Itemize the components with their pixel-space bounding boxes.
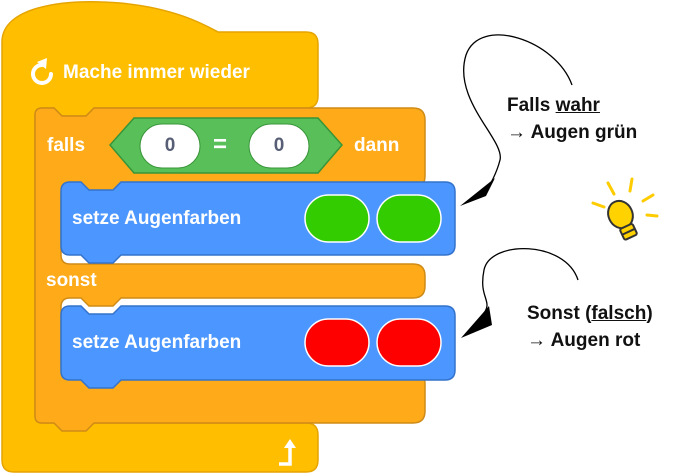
left-eye-color-swatch-red[interactable] xyxy=(304,318,370,367)
annotation-true-result: → Augen grün xyxy=(507,122,638,143)
annotation-false-word: Sonst xyxy=(527,303,580,324)
annotation-true-value: wahr xyxy=(555,95,600,116)
lightbulb-icon xyxy=(591,177,659,241)
annotation-false-result: → Augen rot xyxy=(527,330,641,351)
annotation-false: Sonst (falsch) → Augen rot xyxy=(527,300,653,354)
annotation-true-word: Falls xyxy=(507,95,551,116)
callout-arrow-true xyxy=(460,34,573,206)
right-eye-color-swatch-red[interactable] xyxy=(376,318,442,367)
if-label: falls xyxy=(47,135,86,156)
set-eye-color-label-red: setze Augenfarben xyxy=(72,332,242,353)
loop-return-arrow-icon xyxy=(279,439,296,466)
set-eye-color-label-green: setze Augenfarben xyxy=(72,208,242,229)
equals-operator-label: = xyxy=(213,131,228,158)
annotation-false-close: ) xyxy=(646,303,653,324)
left-value-text: 0 xyxy=(164,135,176,156)
annotation-false-value: falsch xyxy=(591,303,647,324)
left-value-input[interactable] xyxy=(139,123,201,169)
else-label: sonst xyxy=(46,270,97,291)
then-label: dann xyxy=(354,135,400,156)
forever-label: Mache immer wieder xyxy=(63,62,250,83)
annotation-false-open: ( xyxy=(585,303,592,324)
annotation-true: Falls wahr → Augen grün xyxy=(507,92,637,146)
right-eye-color-swatch-green[interactable] xyxy=(376,194,442,243)
right-value-input[interactable] xyxy=(248,123,310,169)
loop-arrow-icon xyxy=(31,58,53,85)
callout-arrow-false xyxy=(461,247,579,338)
right-value-text: 0 xyxy=(273,135,285,156)
left-eye-color-swatch-green[interactable] xyxy=(304,194,370,243)
